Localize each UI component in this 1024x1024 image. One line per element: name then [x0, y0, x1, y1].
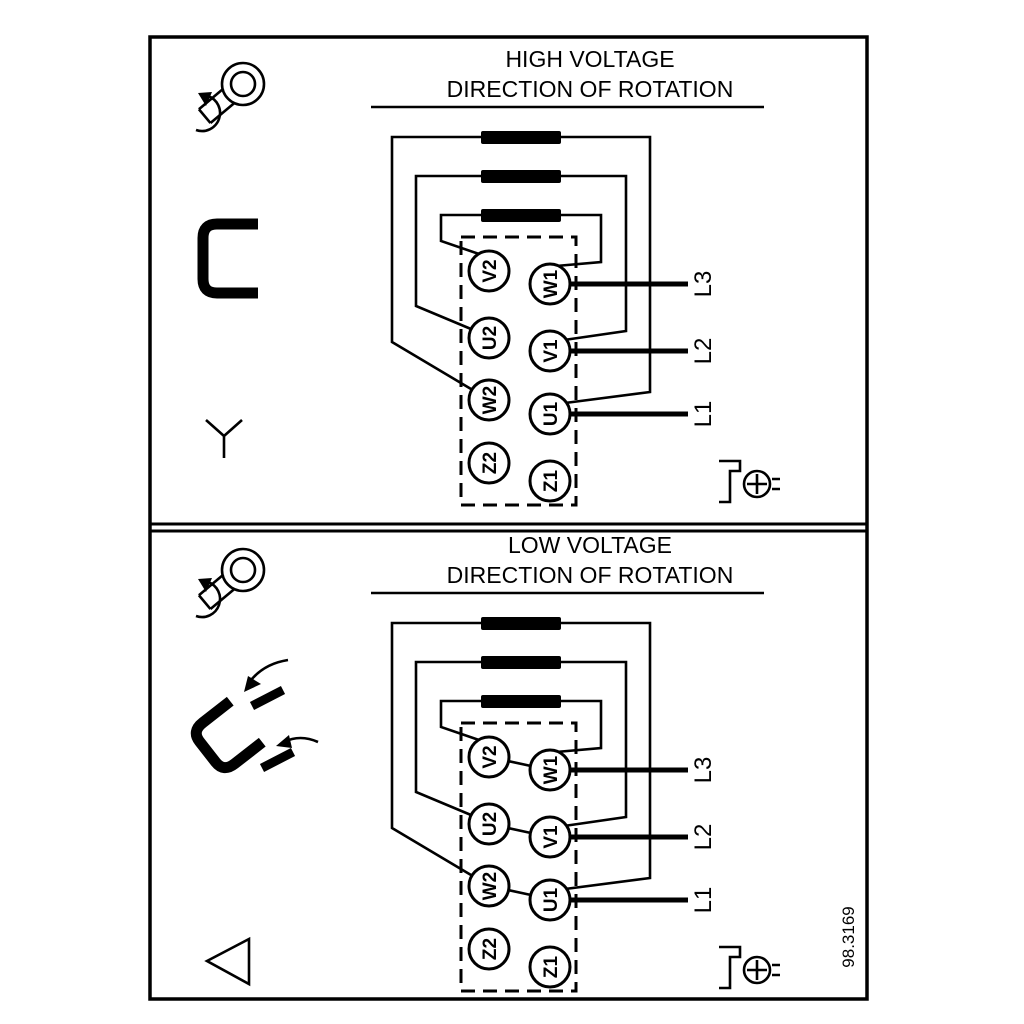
terminal-v1 [528, 815, 572, 859]
earth-terminal-icon [717, 945, 782, 990]
delta-bridge [507, 888, 532, 897]
terminal-z2 [467, 927, 511, 971]
terminal-label-z1: Z1 [541, 955, 562, 978]
link-wire [414, 660, 481, 817]
link-wire [555, 699, 603, 754]
supply-label-l1: L1 [690, 401, 717, 428]
link-wire [561, 135, 652, 405]
terminal-label-v2: V2 [480, 259, 501, 282]
terminal-label-w1: W1 [541, 755, 562, 784]
link-bar [481, 131, 561, 144]
terminal-label-z2: Z2 [480, 938, 501, 960]
terminal-label-u1: U1 [541, 887, 562, 912]
link-wire [561, 174, 628, 342]
high-voltage-panel: HIGH VOLTAGE DIRECTION OF ROTATION L3 L2… [194, 46, 782, 507]
terminal-box [459, 721, 578, 993]
link-bar [481, 617, 561, 630]
link-wire [561, 621, 652, 891]
delta-bridge [507, 826, 532, 835]
terminal-label-u1: U1 [541, 401, 562, 426]
link-bar [481, 170, 561, 183]
link-wire [555, 213, 603, 268]
panel-subtitle: DIRECTION OF ROTATION [447, 562, 734, 588]
terminal-w1 [528, 748, 572, 792]
supply-label-l3: L3 [690, 271, 717, 298]
terminal-link-bracket-icon [197, 218, 258, 299]
terminal-label-u2: U2 [480, 812, 501, 836]
supply-label-l2: L2 [690, 824, 717, 851]
supply-label-l1: L1 [690, 887, 717, 914]
figure-border [148, 35, 869, 1001]
terminal-u2 [467, 802, 511, 846]
terminal-label-v1: V1 [541, 339, 562, 363]
terminal-u1 [528, 878, 572, 922]
supply-label-l2: L2 [690, 338, 717, 365]
link-bar [481, 695, 561, 708]
terminal-label-w1: W1 [541, 269, 562, 298]
star-symbol-icon [205, 419, 243, 458]
supply-label-l3: L3 [690, 757, 717, 784]
delta-symbol-icon [204, 936, 251, 987]
terminal-z1 [528, 459, 572, 503]
terminal-label-w2: W2 [480, 386, 501, 415]
terminal-w1 [528, 262, 572, 306]
panel-subtitle: DIRECTION OF ROTATION [447, 76, 734, 102]
terminal-v1 [528, 329, 572, 373]
terminal-label-z1: Z1 [541, 469, 562, 492]
terminal-label-w2: W2 [480, 872, 501, 901]
low-voltage-panel: LOW VOLTAGE DIRECTION OF ROTATION [190, 532, 858, 993]
terminal-w2 [467, 864, 511, 908]
screw-rotation-icon [194, 61, 266, 133]
terminal-w2 [467, 378, 511, 422]
earth-terminal-icon [717, 459, 782, 504]
terminal-label-u2: U2 [480, 326, 501, 350]
link-wire [390, 135, 481, 391]
screw-rotation-icon [194, 547, 266, 619]
terminal-v2 [467, 249, 511, 293]
link-wire [561, 660, 628, 828]
move-arrow-head [276, 735, 292, 748]
terminal-v2 [467, 735, 511, 779]
panel-title: LOW VOLTAGE [508, 532, 672, 558]
move-arrow-head [244, 676, 261, 692]
terminal-z2 [467, 441, 511, 485]
small-link [259, 748, 296, 772]
link-wire [390, 621, 481, 877]
delta-links-icon [190, 658, 319, 774]
link-wire [414, 174, 481, 331]
terminal-box [459, 235, 578, 507]
link-bar [481, 209, 561, 222]
panel-title: HIGH VOLTAGE [505, 46, 674, 72]
terminal-label-v2: V2 [480, 745, 501, 768]
terminal-u2 [467, 316, 511, 360]
terminal-label-z2: Z2 [480, 452, 501, 474]
small-link [249, 686, 286, 710]
link-bar [481, 656, 561, 669]
terminal-label-v1: V1 [541, 825, 562, 849]
drawing-number: 98.3169 [839, 906, 858, 967]
terminal-u1 [528, 392, 572, 436]
delta-bridge [507, 759, 532, 768]
terminal-z1 [528, 945, 572, 989]
